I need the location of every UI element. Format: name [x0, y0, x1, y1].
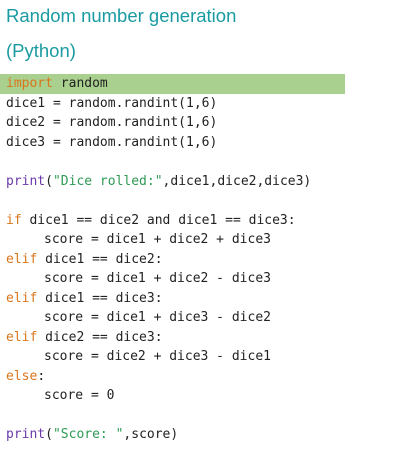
colon: :: [37, 368, 46, 384]
code-line-print-dice: print("Dice rolled:",dice1,dice2,dice3): [0, 172, 405, 192]
code-line-elif-3-body: score = dice2 + dice3 - dice1: [0, 347, 405, 367]
module-name: random: [52, 76, 108, 91]
print-args: ,score): [123, 427, 179, 442]
keyword-else: else: [6, 368, 38, 384]
paren-open: (: [45, 173, 53, 189]
code-line-if: if dice1 == dice2 and dice1 == dice3:: [0, 211, 405, 231]
code-line-if-body: score = dice1 + dice2 + dice3: [0, 230, 405, 250]
condition: dice1 == dice3:: [37, 290, 163, 306]
keyword-import: import: [6, 76, 53, 91]
print-args: ,dice1,dice2,dice3): [162, 173, 312, 189]
condition: dice1 == dice2:: [37, 251, 163, 267]
blank-line: [0, 191, 405, 211]
code-line-import: import random: [0, 74, 345, 94]
paren-open: (: [45, 427, 53, 442]
blank-line: [0, 406, 405, 426]
code-line-dice1: dice1 = random.randint(1,6): [6, 95, 218, 111]
code-line-elif-2: elif dice1 == dice3:: [0, 289, 405, 309]
statement: score = dice1 + dice3 - dice2: [44, 310, 271, 325]
code-line-dice2: dice2 = random.randint(1,6): [6, 115, 218, 130]
code-block[interactable]: import random dice1 = random.randint(1,6…: [0, 74, 405, 445]
condition: dice2 == dice3:: [37, 329, 163, 345]
keyword-elif: elif: [6, 329, 38, 345]
code-line-elif-3: elif dice2 == dice3:: [0, 328, 405, 348]
code-line-elif-1: elif dice1 == dice2:: [0, 250, 405, 270]
code-line-elif-1-body: score = dice1 + dice2 - dice3: [0, 269, 405, 289]
condition: dice1 == dice2 and dice1 == dice3:: [21, 212, 296, 228]
statement: score = dice1 + dice2 + dice3: [44, 232, 271, 247]
keyword-elif: elif: [6, 251, 38, 267]
code-line-dice3: dice3 = random.randint(1,6): [6, 134, 218, 150]
code-line-else: else:: [0, 367, 405, 387]
print-function: print: [6, 173, 46, 189]
keyword-elif: elif: [6, 290, 38, 306]
blank-line: [0, 152, 405, 172]
code-line-elif-2-body: score = dice1 + dice3 - dice2: [0, 308, 405, 328]
statement: score = 0: [44, 388, 115, 403]
code-line-else-body: score = 0: [0, 386, 405, 406]
keyword-if: if: [6, 212, 22, 228]
statement: score = dice2 + dice3 - dice1: [44, 349, 271, 364]
code-line-print-score: print("Score: ",score): [0, 425, 405, 445]
string-literal: "Score: ": [52, 427, 124, 442]
string-literal: "Dice rolled:": [52, 173, 163, 189]
page-subtitle: (Python): [6, 40, 76, 61]
page-title: Random number generation: [6, 5, 237, 26]
print-function: print: [6, 427, 46, 442]
statement: score = dice1 + dice2 - dice3: [44, 271, 271, 286]
